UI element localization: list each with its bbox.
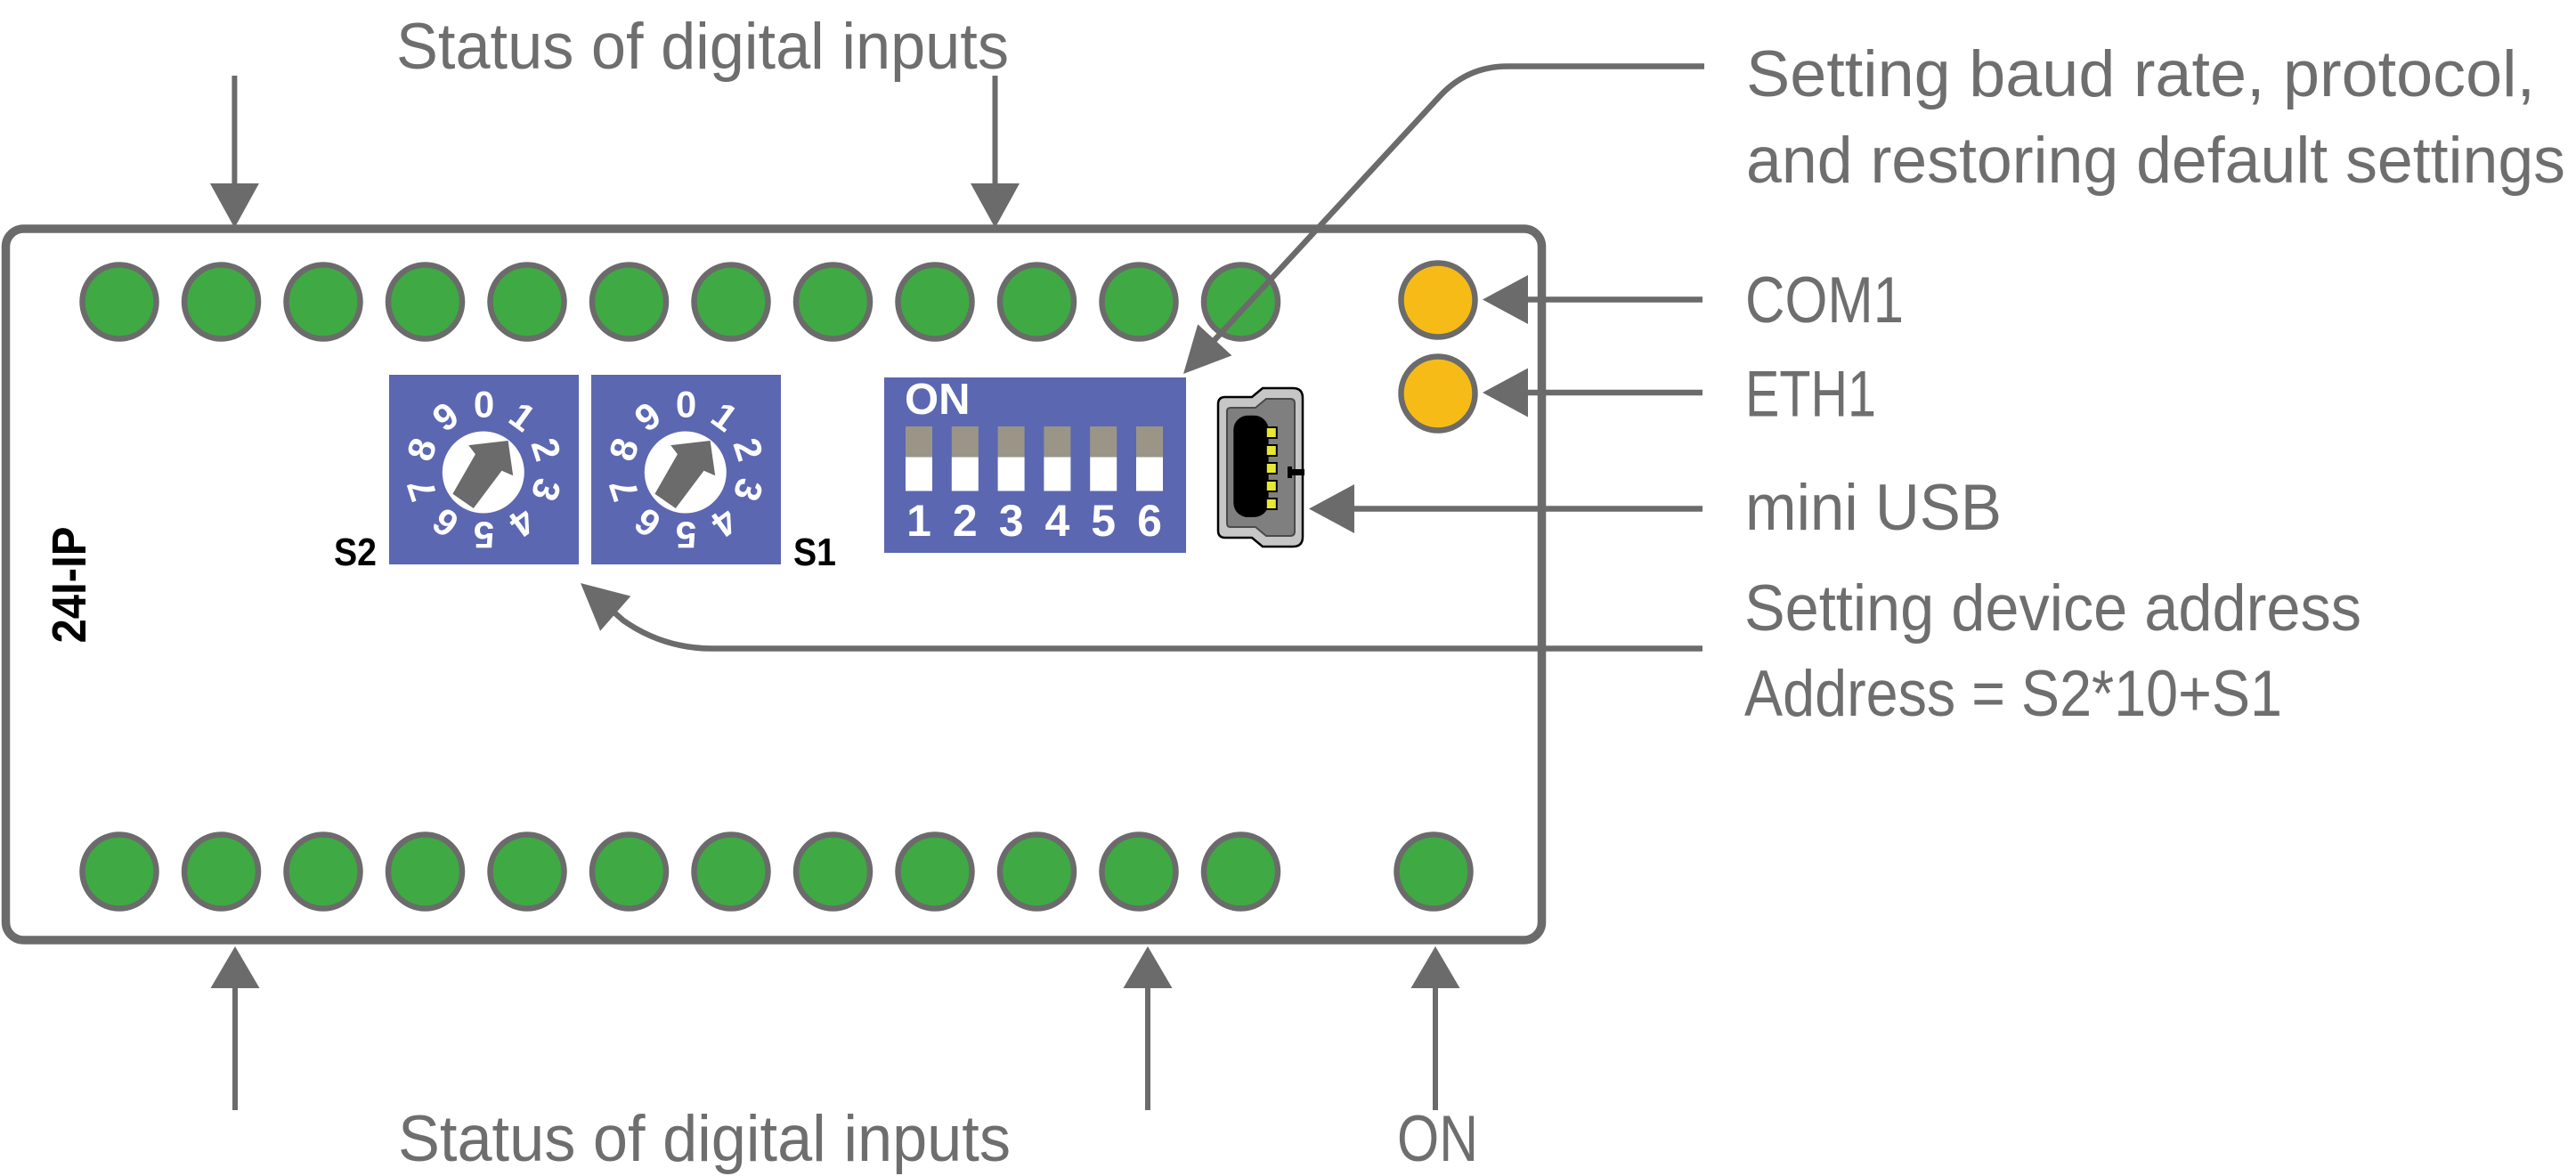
svg-text:5: 5 xyxy=(1091,496,1116,546)
svg-text:1: 1 xyxy=(906,496,931,546)
svg-text:3: 3 xyxy=(999,496,1024,546)
svg-text:5: 5 xyxy=(676,515,696,556)
svg-text:mini USB: mini USB xyxy=(1745,472,2002,544)
svg-text:0: 0 xyxy=(474,384,494,426)
svg-text:S1: S1 xyxy=(793,531,836,574)
svg-text:Status of digital inputs: Status of digital inputs xyxy=(398,1103,1011,1175)
svg-text:Address = S2*10+S1: Address = S2*10+S1 xyxy=(1744,658,2282,730)
svg-text:ON: ON xyxy=(1397,1103,1478,1175)
svg-text:Setting device address: Setting device address xyxy=(1744,572,2361,645)
svg-text:and restoring default settings: and restoring default settings xyxy=(1746,125,2565,197)
svg-text:ETH1: ETH1 xyxy=(1745,359,1876,431)
svg-text:4: 4 xyxy=(1044,496,1069,546)
svg-text:24I-IP: 24I-IP xyxy=(43,527,96,644)
svg-text:COM1: COM1 xyxy=(1745,264,1904,337)
svg-text:Setting baud rate, protocol,: Setting baud rate, protocol, xyxy=(1746,38,2535,110)
svg-text:0: 0 xyxy=(676,384,696,426)
svg-text:S2: S2 xyxy=(334,531,377,574)
svg-text:6: 6 xyxy=(1137,496,1162,546)
svg-text:Status of digital inputs: Status of digital inputs xyxy=(396,11,1009,83)
svg-text:2: 2 xyxy=(953,496,978,546)
svg-text:ON: ON xyxy=(905,376,971,424)
svg-text:5: 5 xyxy=(474,515,494,556)
